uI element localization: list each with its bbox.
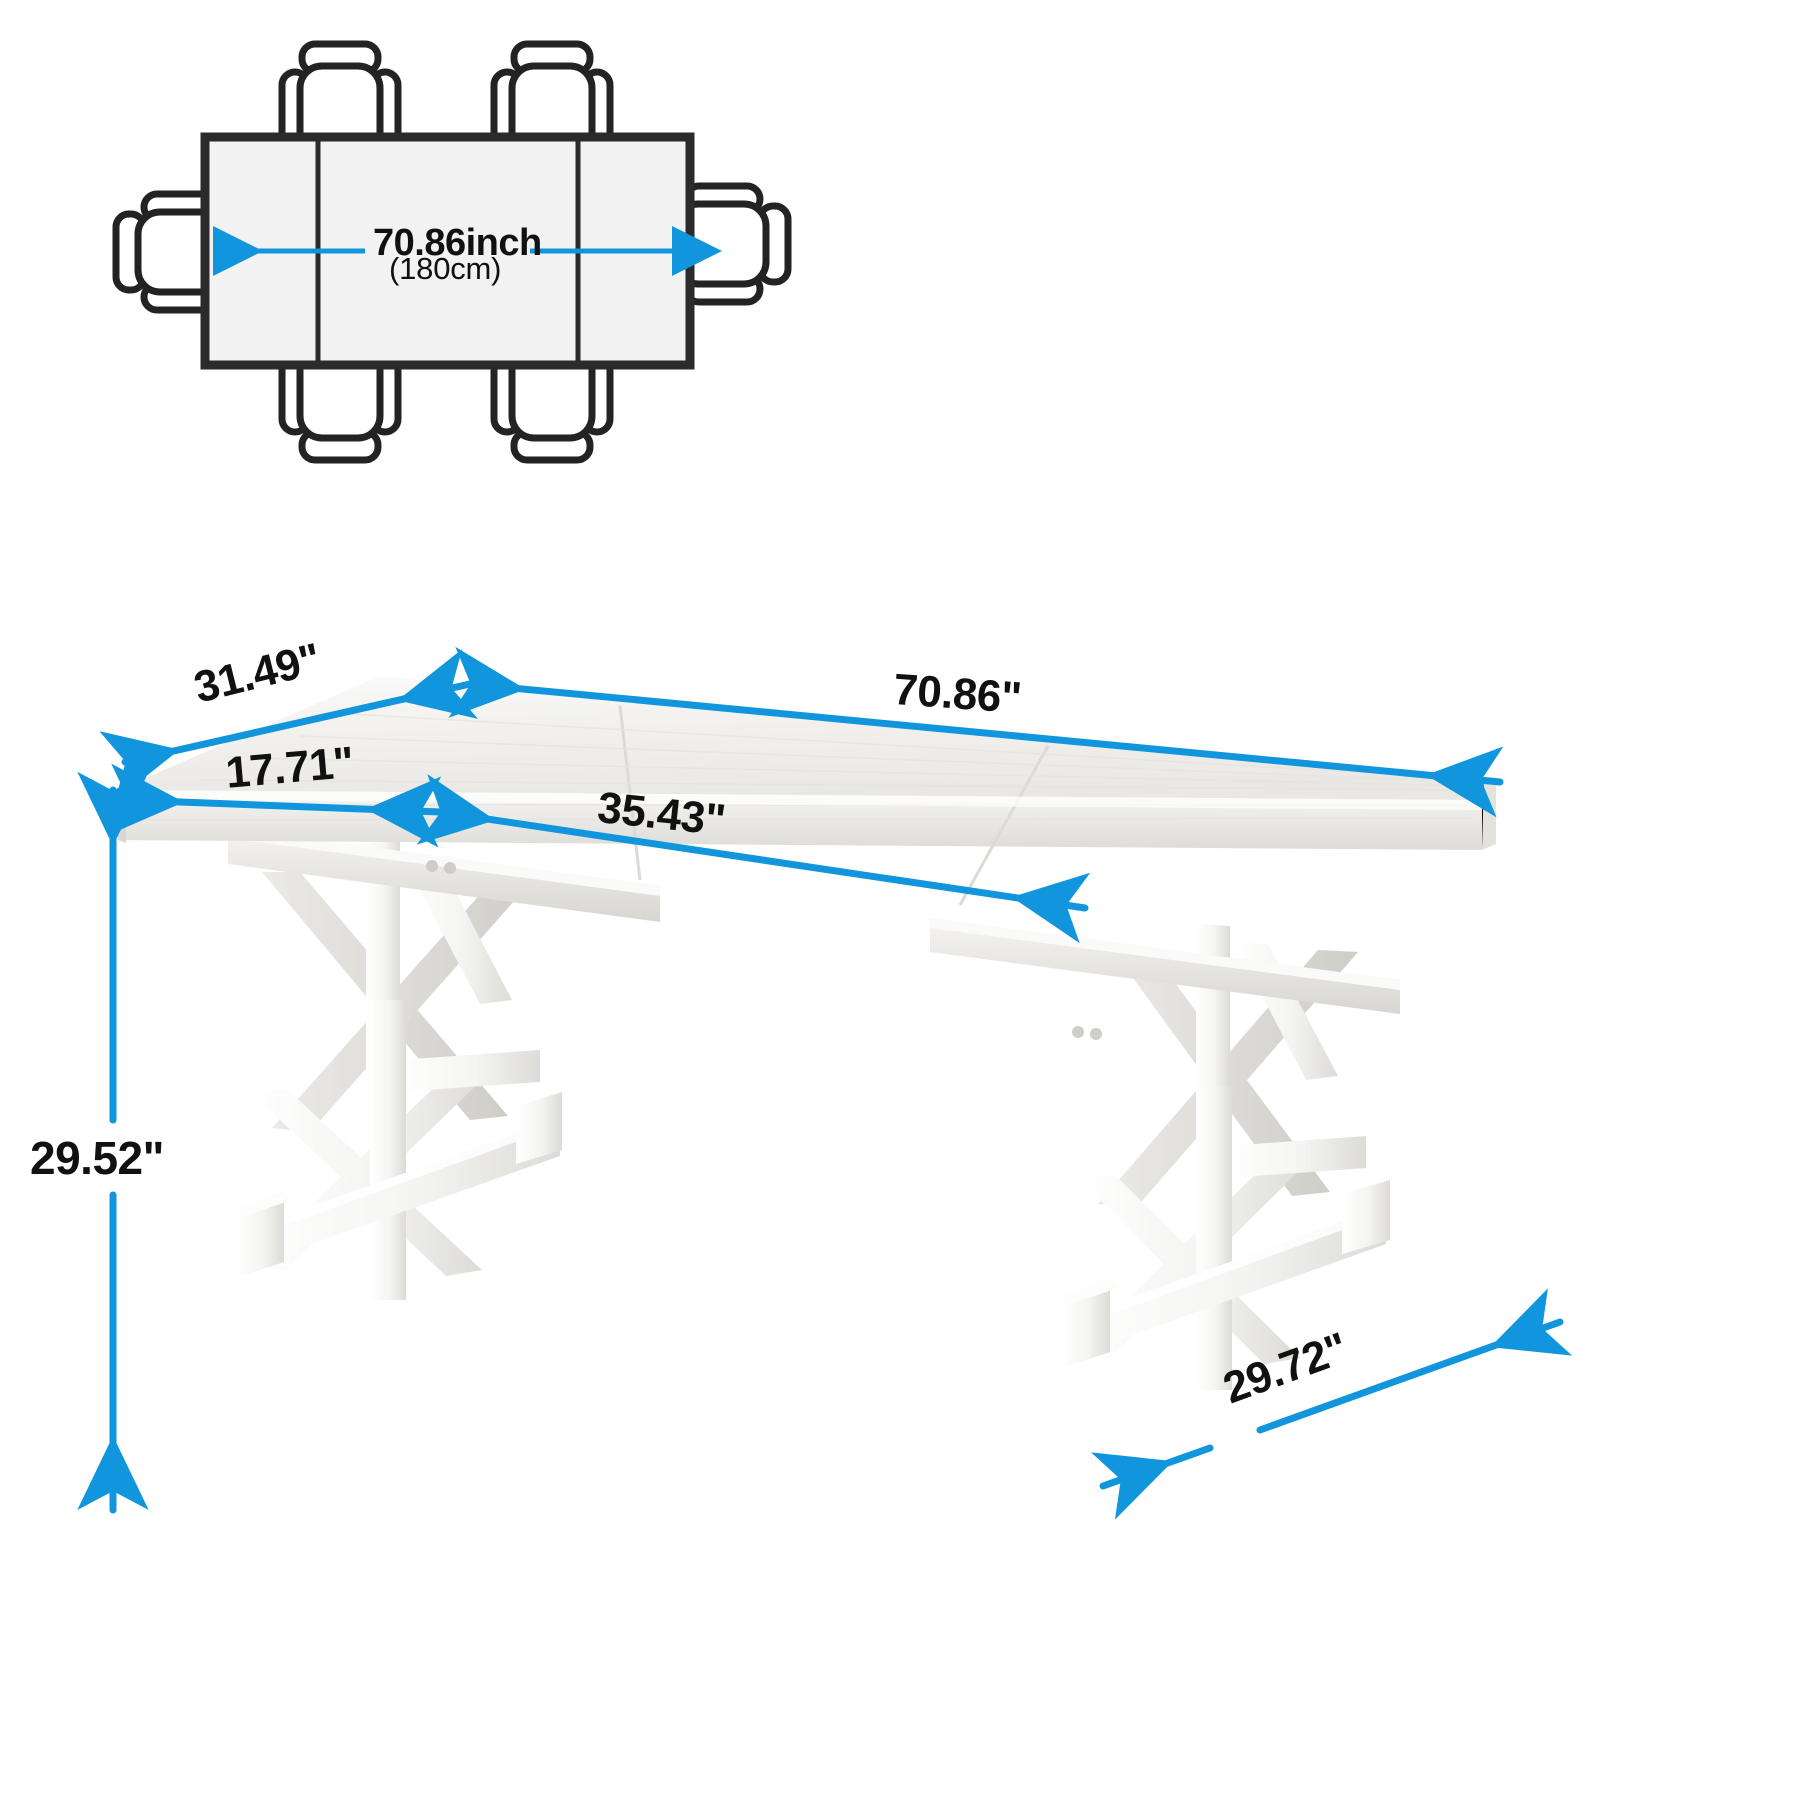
left-trestle-leg bbox=[228, 828, 660, 1300]
top-view-width-metric-label: (180cm) bbox=[389, 251, 502, 286]
dimension-label-leaf-depth: 17.71" bbox=[223, 737, 356, 798]
dimline-leaf-depth bbox=[108, 763, 444, 848]
right-trestle-leg bbox=[930, 918, 1400, 1390]
dimline-leaf-length bbox=[416, 774, 1091, 944]
dimline-base-depth-lower bbox=[1091, 1444, 1214, 1520]
dimline-base-depth-upper bbox=[1256, 1288, 1573, 1434]
dimline-length bbox=[448, 646, 1504, 818]
dimension-lines bbox=[77, 646, 1573, 1520]
dimline-depth bbox=[99, 649, 478, 801]
dimension-label-length: 70.86" bbox=[891, 665, 1023, 723]
dimension-label-height: 29.52" bbox=[30, 1132, 164, 1184]
top-view-width-label: 70.86inch bbox=[373, 222, 542, 264]
